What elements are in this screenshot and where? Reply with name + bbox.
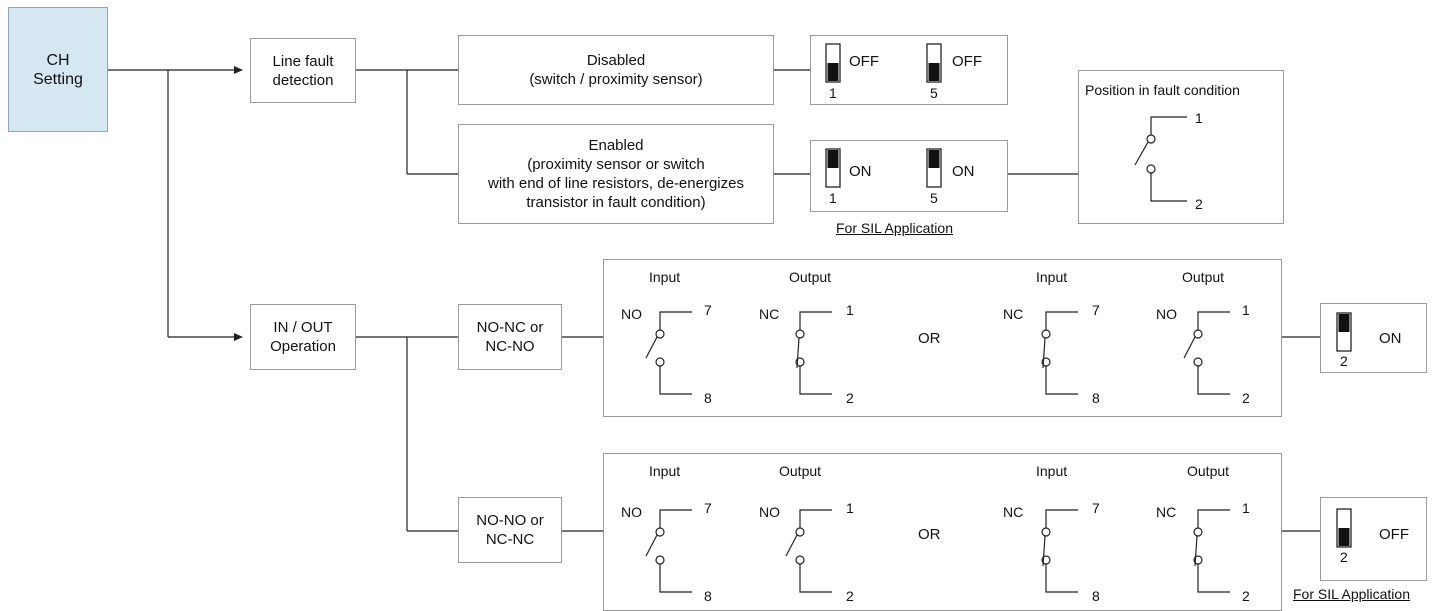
header-output-1: Output (789, 269, 832, 285)
contact-type-3: NC (1003, 306, 1024, 322)
no-contact-icon (1183, 311, 1230, 395)
fault-position-panel: Position in fault condition 1 2 (1078, 70, 1284, 224)
in-out-box: IN / OUT Operation (250, 304, 356, 370)
dip-switch-1-icon (825, 43, 841, 83)
header-output-2: Output (1187, 463, 1230, 479)
nonc-box: NO-NC or NC-NO (458, 304, 562, 370)
ch-setting-line-2: Setting (33, 70, 83, 88)
contact-type-1: NO (621, 306, 642, 322)
nono-line-1: NO-NO or (476, 512, 544, 529)
contact-type-2: NC (759, 306, 780, 322)
nc-contact-icon (795, 311, 832, 395)
terminal-bottom-2: 2 (846, 390, 854, 406)
nono-line-2: NC-NC (485, 531, 535, 548)
dip-switch-2-icon (1336, 312, 1352, 352)
fault-terminal-top: 1 (1195, 110, 1203, 126)
terminal-bottom-2: 2 (846, 588, 854, 604)
dip-num-5: 5 (930, 85, 938, 101)
open-contact-icon (1134, 116, 1187, 202)
no-contact-icon (645, 311, 692, 395)
terminal-top-4: 1 (1242, 302, 1250, 318)
nonc-line-2: NC-NO (485, 338, 535, 355)
in-out-line-2: Operation (270, 338, 336, 355)
header-output-2: Output (1182, 269, 1225, 285)
nono-box: NO-NO or NC-NC (458, 497, 562, 563)
enabled-box: Enabled (proximity sensor or switch with… (458, 124, 774, 224)
dip-panel-enabled: ON 1 ON 5 (810, 140, 1008, 212)
arrow-head (234, 66, 243, 74)
enabled-desc-3: transistor in fault condition) (526, 194, 706, 211)
terminal-bottom-3: 8 (1092, 390, 1100, 406)
fault-terminal-bottom: 2 (1195, 196, 1203, 212)
terminal-top-1: 7 (704, 302, 712, 318)
dip-num-1: 1 (829, 190, 837, 206)
dip-state-2: ON (1379, 330, 1402, 347)
terminal-top-4: 1 (1242, 500, 1250, 516)
line-fault-line-2: detection (272, 71, 334, 89)
dip-num-1: 1 (829, 85, 837, 101)
terminal-top-3: 7 (1092, 302, 1100, 318)
fault-position-title: Position in fault condition (1085, 82, 1240, 98)
dip-panel-nono: OFF 2 (1320, 497, 1427, 581)
arrow-head (234, 333, 243, 341)
disabled-title: Disabled (586, 52, 646, 69)
dip-state-1: OFF (849, 53, 879, 70)
dip-num-2: 2 (1340, 353, 1348, 369)
ch-setting-box: CH Setting (8, 7, 108, 132)
no-contact-icon (785, 509, 832, 593)
line-fault-box: Line fault detection (250, 38, 356, 103)
io-panel-nono: Input Output Input Output NO 7 8 NO 1 2 … (603, 453, 1282, 611)
terminal-bottom-1: 8 (704, 588, 712, 604)
enabled-desc-2: with end of line resistors, de-energizes (488, 175, 744, 192)
terminal-top-2: 1 (846, 500, 854, 516)
nc-contact-icon (1041, 311, 1078, 395)
ch-setting-line-1: CH (46, 51, 70, 69)
header-input-2: Input (1036, 269, 1068, 285)
dip-num-2: 2 (1340, 549, 1348, 565)
sil-note-enabled: For SIL Application (836, 220, 953, 236)
terminal-top-1: 7 (704, 500, 712, 516)
header-input-2: Input (1036, 463, 1068, 479)
terminal-bottom-3: 8 (1092, 588, 1100, 604)
in-out-line-1: IN / OUT (273, 319, 333, 336)
contact-type-1: NO (621, 504, 642, 520)
dip-switch-2-icon (1336, 508, 1352, 548)
dip-panel-disabled: OFF 1 OFF 5 (810, 35, 1008, 105)
header-output-1: Output (779, 463, 822, 479)
dip-switch-5-icon (926, 148, 942, 188)
dip-state-2: OFF (1379, 526, 1409, 543)
dip-num-5: 5 (930, 190, 938, 206)
sil-note-nono: For SIL Application (1293, 586, 1410, 602)
nonc-line-1: NO-NC or (476, 319, 544, 336)
dip-state-5: ON (952, 163, 975, 180)
or-label: OR (918, 330, 941, 347)
or-label: OR (918, 526, 941, 543)
terminal-bottom-4: 2 (1242, 390, 1250, 406)
header-input-1: Input (649, 269, 681, 285)
contact-type-3: NC (1003, 504, 1024, 520)
contact-type-4: NO (1156, 306, 1177, 322)
contact-type-2: NO (759, 504, 780, 520)
nc-contact-icon (1193, 509, 1230, 593)
disabled-box: Disabled (switch / proximity sensor) (458, 35, 774, 105)
dip-switch-1-icon (825, 148, 841, 188)
line-fault-line-1: Line fault (272, 52, 334, 70)
enabled-title: Enabled (588, 137, 644, 154)
dip-switch-5-icon (926, 43, 942, 83)
io-panel-nonc: Input Output Input Output NO 7 8 NC 1 2 … (603, 259, 1282, 417)
terminal-bottom-1: 8 (704, 390, 712, 406)
terminal-top-2: 1 (846, 302, 854, 318)
no-contact-icon (645, 509, 692, 593)
dip-state-1: ON (849, 163, 872, 180)
terminal-bottom-4: 2 (1242, 588, 1250, 604)
dip-panel-nonc: ON 2 (1320, 303, 1427, 373)
contact-type-4: NC (1156, 504, 1177, 520)
dip-state-5: OFF (952, 53, 982, 70)
disabled-desc: (switch / proximity sensor) (529, 71, 703, 88)
enabled-desc-1: (proximity sensor or switch (527, 156, 705, 173)
header-input-1: Input (649, 463, 681, 479)
terminal-top-3: 7 (1092, 500, 1100, 516)
nc-contact-icon (1041, 509, 1078, 593)
